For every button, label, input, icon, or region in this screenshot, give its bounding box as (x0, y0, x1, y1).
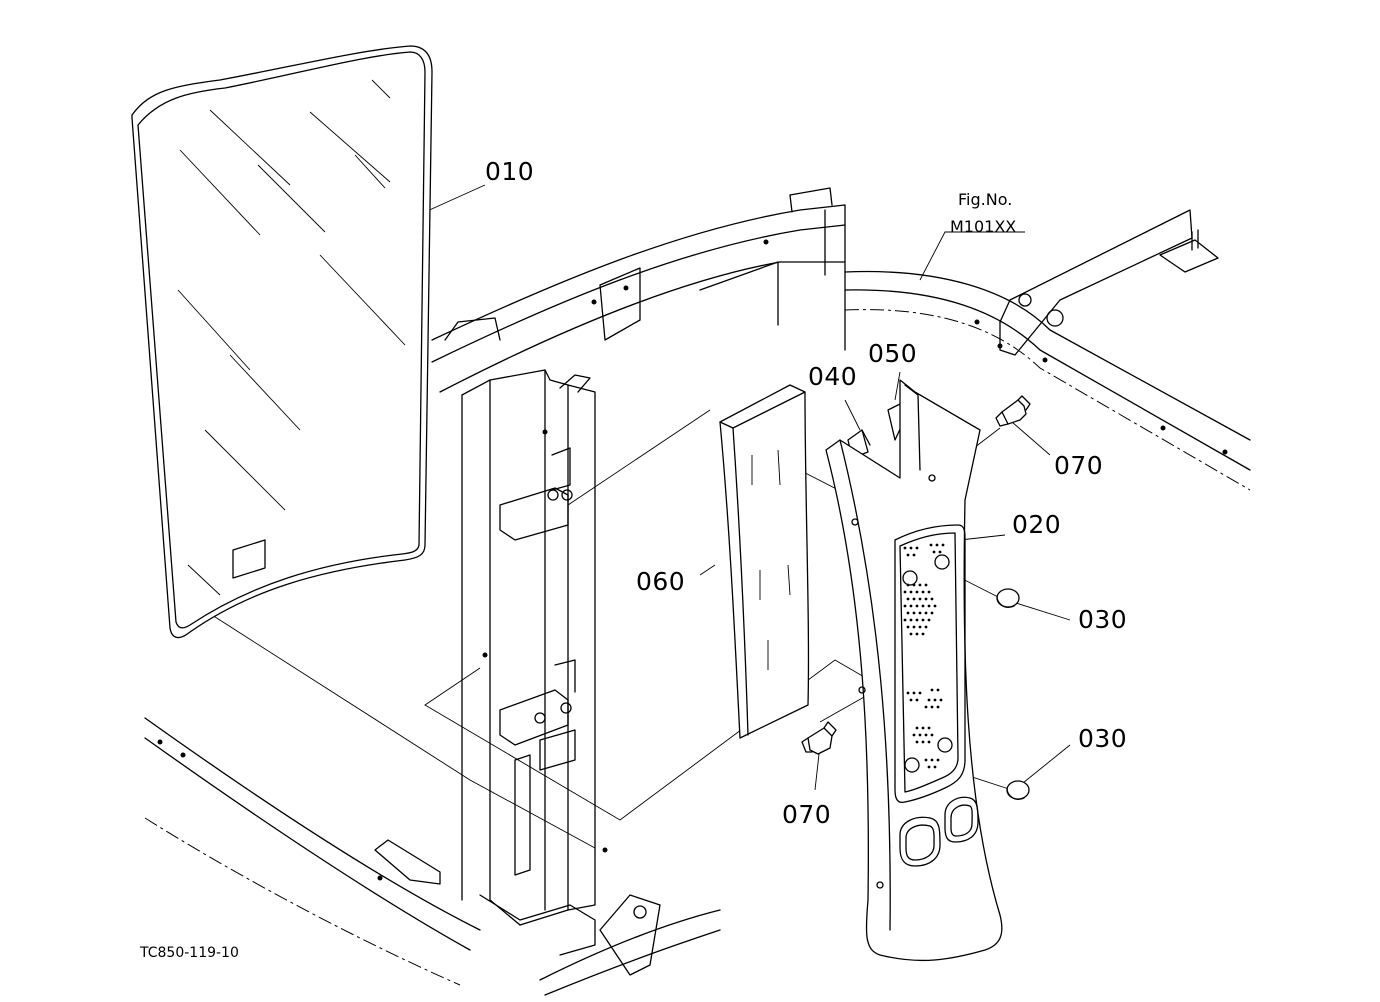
roof-frame (431, 187, 1251, 491)
part-070-clip-upper (995, 395, 1031, 427)
part-060-side-pad (719, 384, 810, 739)
part-070-clip-lower (801, 721, 837, 755)
figure-reference-label: Fig.No. (958, 190, 1012, 209)
part-010-glass-panel (131, 45, 433, 639)
part-030-cap-lower (1006, 780, 1030, 800)
callout-030-lower: 030 (1078, 724, 1127, 753)
figure-reference-code: M101XX (950, 217, 1016, 236)
callout-050: 050 (868, 339, 917, 368)
callout-070-upper: 070 (1054, 451, 1103, 480)
callout-070-lower: 070 (782, 800, 831, 829)
callout-010: 010 (485, 157, 534, 186)
callout-060: 060 (636, 567, 685, 596)
callout-040: 040 (808, 362, 857, 391)
drawing-code: TC850-119-10 (139, 945, 239, 961)
callout-labels: 010 020 030 030 040 050 060 070 070 Fig.… (139, 157, 1127, 961)
part-020-pillar-trim (825, 379, 1003, 962)
floor-frame (144, 717, 721, 996)
speaker-grille-upper (903, 543, 945, 636)
callout-030-upper: 030 (1078, 605, 1127, 634)
center-pillar (461, 369, 596, 956)
callout-020: 020 (1012, 510, 1061, 539)
part-030-cap-upper (996, 588, 1020, 608)
speaker-grille-lower (906, 688, 943, 769)
